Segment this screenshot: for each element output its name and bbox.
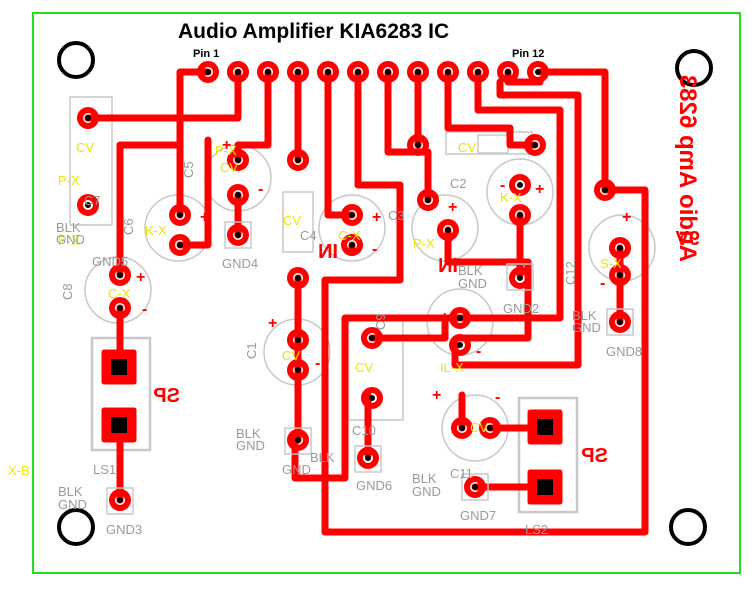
c5-label: C5: [181, 161, 196, 178]
pin-1-label: Pin 1: [193, 48, 219, 60]
gnd7-label: GND7: [460, 508, 496, 523]
mounting-hole-top-right: [675, 49, 713, 87]
blk-label-2: BLK: [236, 426, 261, 441]
cv-value-c4: CV: [220, 160, 238, 175]
plus-c11: +: [432, 387, 441, 404]
minus-c1: -: [315, 355, 320, 372]
sx-value-c12: S-X: [600, 256, 622, 271]
c7-label: C7: [84, 193, 101, 208]
gnd4-label: GND4: [222, 256, 258, 271]
blk-label-4: BLK: [412, 471, 437, 486]
gnd-label-3: GND: [282, 462, 311, 477]
c4-label: C4: [300, 228, 317, 243]
blk-label-5: BLK: [458, 263, 483, 278]
c9-label: C9: [373, 313, 388, 330]
cv-value-c11: CV: [470, 420, 488, 435]
minus-c2: -: [448, 231, 453, 248]
board-title: Audio Amplifier KIA6283 IC: [178, 20, 449, 43]
plus-c3: +: [372, 209, 381, 226]
drill-holes: [85, 69, 623, 503]
supply-voltage-label: 9V: [675, 228, 700, 250]
cx-value-c3: C-X: [338, 228, 361, 243]
cv-value-c10: CV: [355, 360, 373, 375]
gnd-label-5: GND: [458, 276, 487, 291]
component-pads: [77, 107, 631, 511]
gnd6-label: GND6: [356, 478, 392, 493]
ls2-label: LS2: [525, 522, 548, 537]
xb-value: X-B: [8, 463, 30, 478]
c6-label: C6: [121, 218, 136, 235]
input-right-label: IN: [438, 255, 458, 277]
ls1-label: LS1: [93, 462, 116, 477]
minus-c5: -: [258, 181, 263, 198]
minus-c3: -: [372, 241, 377, 258]
plus-c9: +: [440, 309, 449, 326]
cv-value-r: CV: [283, 213, 301, 228]
px-value-c5: P-X: [215, 143, 237, 158]
c3-label: C3: [388, 208, 405, 223]
minus-c9: -: [476, 343, 481, 360]
gnd-label-7: GND: [58, 497, 87, 512]
c1-label: C1: [244, 342, 259, 359]
mounting-hole-bottom-left: [57, 508, 95, 546]
plus-c12: +: [535, 181, 544, 198]
ic-pins: [197, 61, 549, 83]
c11-label: C11: [450, 466, 473, 481]
cx-value-c8: C-X: [108, 286, 131, 301]
speaker-left-label: SP: [153, 385, 180, 407]
input-left-label: IN: [318, 241, 338, 263]
gnd8-label: GND8: [606, 344, 642, 359]
blk-label-7: BLK: [58, 484, 83, 499]
gnd3-label: GND3: [106, 522, 142, 537]
blk-label-6: BLK: [572, 308, 597, 323]
c10-label: C10: [352, 423, 376, 438]
mounting-hole-top-left: [57, 41, 95, 79]
gnd-label-6: GND: [572, 320, 601, 335]
cv-value-c1: CV: [282, 348, 300, 363]
plus-c8: +: [136, 269, 145, 286]
gnd-label-4: GND: [412, 484, 441, 499]
minus-c8: -: [142, 301, 147, 318]
plus-c5: +: [222, 137, 231, 154]
px-value-c2: P-X: [413, 236, 435, 251]
ground-connectors: [106, 221, 634, 515]
c2-label: C2: [450, 176, 467, 191]
minus-c11: -: [495, 389, 500, 406]
gnd-label-1: GND: [56, 232, 85, 247]
board-name-mirrored: Audio Amp 6283: [674, 75, 701, 262]
mounting-holes: [57, 41, 713, 546]
plus-c2: +: [448, 199, 457, 216]
px-value-1: P-X: [58, 173, 80, 188]
plus-c1: +: [268, 315, 277, 332]
plus-c6: +: [200, 209, 209, 226]
board-outline: [32, 12, 741, 574]
speaker-right-label: SP: [581, 445, 608, 467]
mounting-hole-bottom-right: [669, 508, 707, 546]
gnd2-label: GND2: [503, 301, 539, 316]
blk-label-1: BLK: [56, 220, 81, 235]
kx-value-c12: K-X: [500, 190, 522, 205]
kx-value-c6: K-X: [145, 223, 167, 238]
px-value-2: P-X: [58, 233, 80, 248]
speaker-pads: [101, 349, 563, 505]
cv-value-top: CV: [458, 140, 476, 155]
cv-value-1: CV: [76, 140, 94, 155]
gnd5-label: GND5: [92, 254, 128, 269]
minus-9v: -: [600, 275, 605, 292]
gnd-label-2: GND: [236, 438, 265, 453]
c12-label: C12: [563, 261, 578, 285]
c8-label: C8: [60, 283, 75, 300]
ix-value-c9: IL-X: [440, 360, 464, 375]
minus-c12: -: [500, 177, 505, 194]
pin-12-label: Pin 12: [512, 48, 544, 60]
blk-label-3: BLK: [310, 450, 335, 465]
plus-9v: +: [622, 209, 631, 226]
